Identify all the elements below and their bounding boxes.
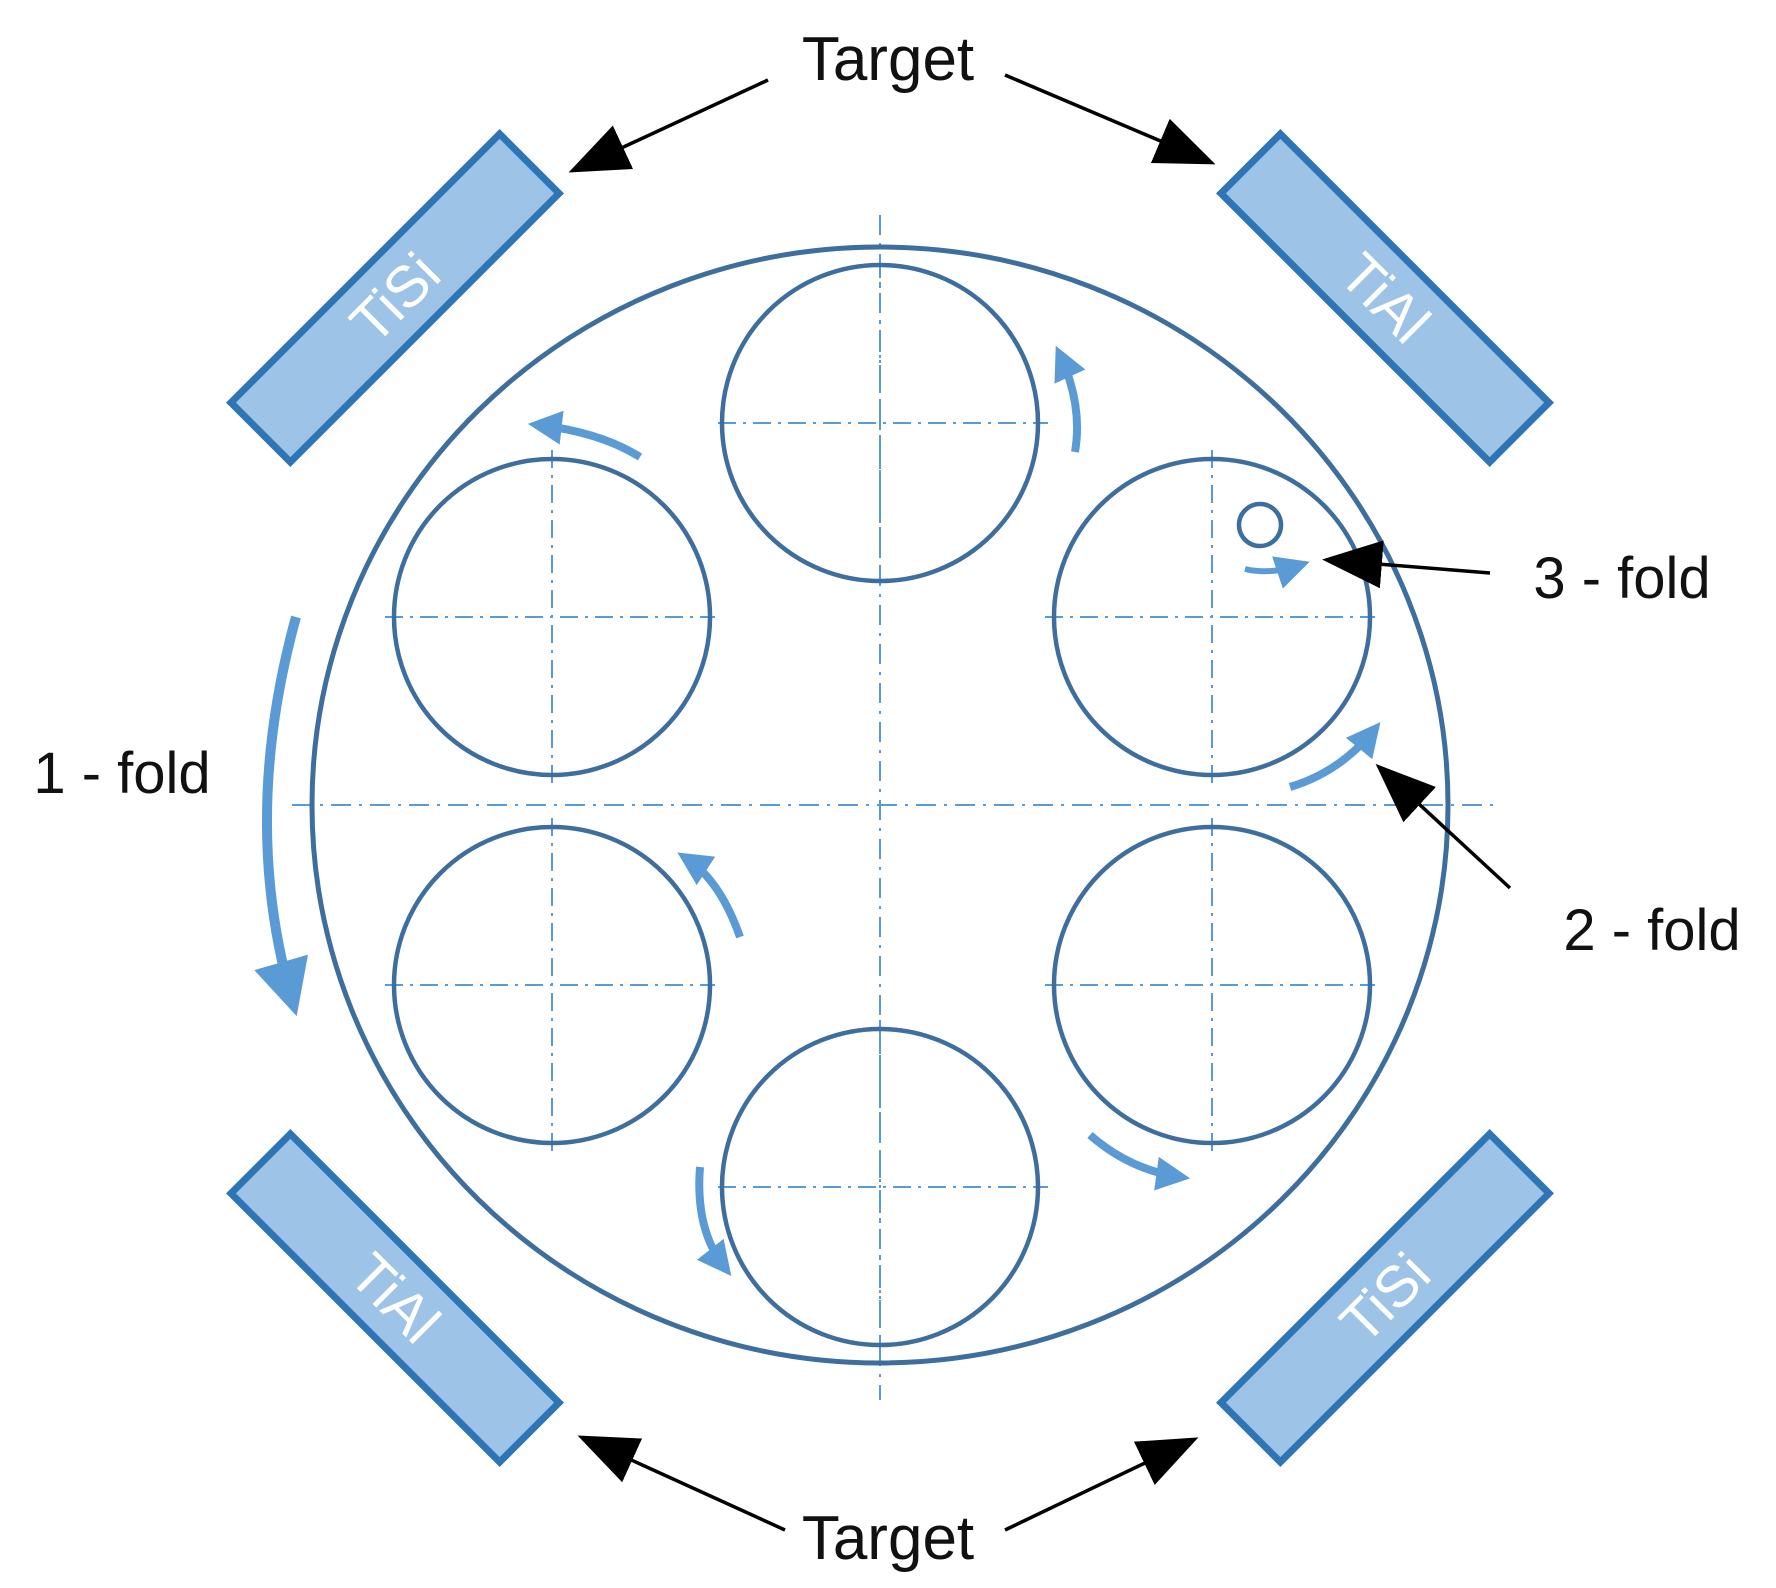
target-top-right: TiAl: [1216, 129, 1554, 467]
center-axes: [292, 215, 1495, 1400]
rotation-arrow-three-fold: [1244, 556, 1310, 589]
subdisk-axes: [385, 260, 1375, 1350]
rotation-arrow-bottom: [695, 1166, 732, 1277]
target-arrow-top-right: [1004, 73, 1216, 165]
rotation-arrows: [254, 345, 1381, 1277]
satellite-disk-lower-right: [1051, 824, 1373, 1146]
target-bottom-left: TiAl: [226, 1129, 564, 1467]
target-arrow-bottom-right: [1004, 1437, 1199, 1532]
one-fold-label: 1 - fold: [33, 741, 210, 806]
two-fold-label: 2 - fold: [1563, 898, 1740, 963]
satellite-disk-upper-right: [1051, 456, 1373, 778]
satellite-disk-bottom: [719, 1026, 1041, 1348]
target-label-top: Target: [802, 25, 974, 94]
target-top-left: TiSi: [226, 129, 564, 467]
rotation-arrow-two-fold: [1288, 722, 1381, 791]
rotation-arrow-lower-left: [677, 852, 744, 939]
target-arrow-top-left: [568, 78, 769, 173]
turntable: [309, 244, 1451, 1366]
target-label-bottom: Target: [802, 1504, 974, 1573]
rotation-arrow-lower-right: [1087, 1131, 1191, 1191]
satellite-disks: [391, 262, 1373, 1348]
leader-arrows: [568, 73, 1512, 1532]
one-fold-arrow: [254, 615, 309, 1017]
rotation-arrow-top: [1054, 345, 1086, 453]
two-fold-leader: [1375, 763, 1512, 890]
satellite-disk-top: [719, 262, 1041, 584]
three-fold-leader: [1322, 540, 1491, 589]
target-bottom-right: TiSi: [1216, 1129, 1554, 1467]
satellite-disk-lower-left: [391, 824, 713, 1146]
rotation-arrow-upper-left: [527, 410, 643, 461]
three-fold-label: 3 - fold: [1533, 546, 1710, 611]
satellite-disk-upper-left: [391, 456, 713, 778]
target-arrow-bottom-left: [577, 1435, 786, 1532]
three-fold-ring: [1236, 501, 1284, 549]
